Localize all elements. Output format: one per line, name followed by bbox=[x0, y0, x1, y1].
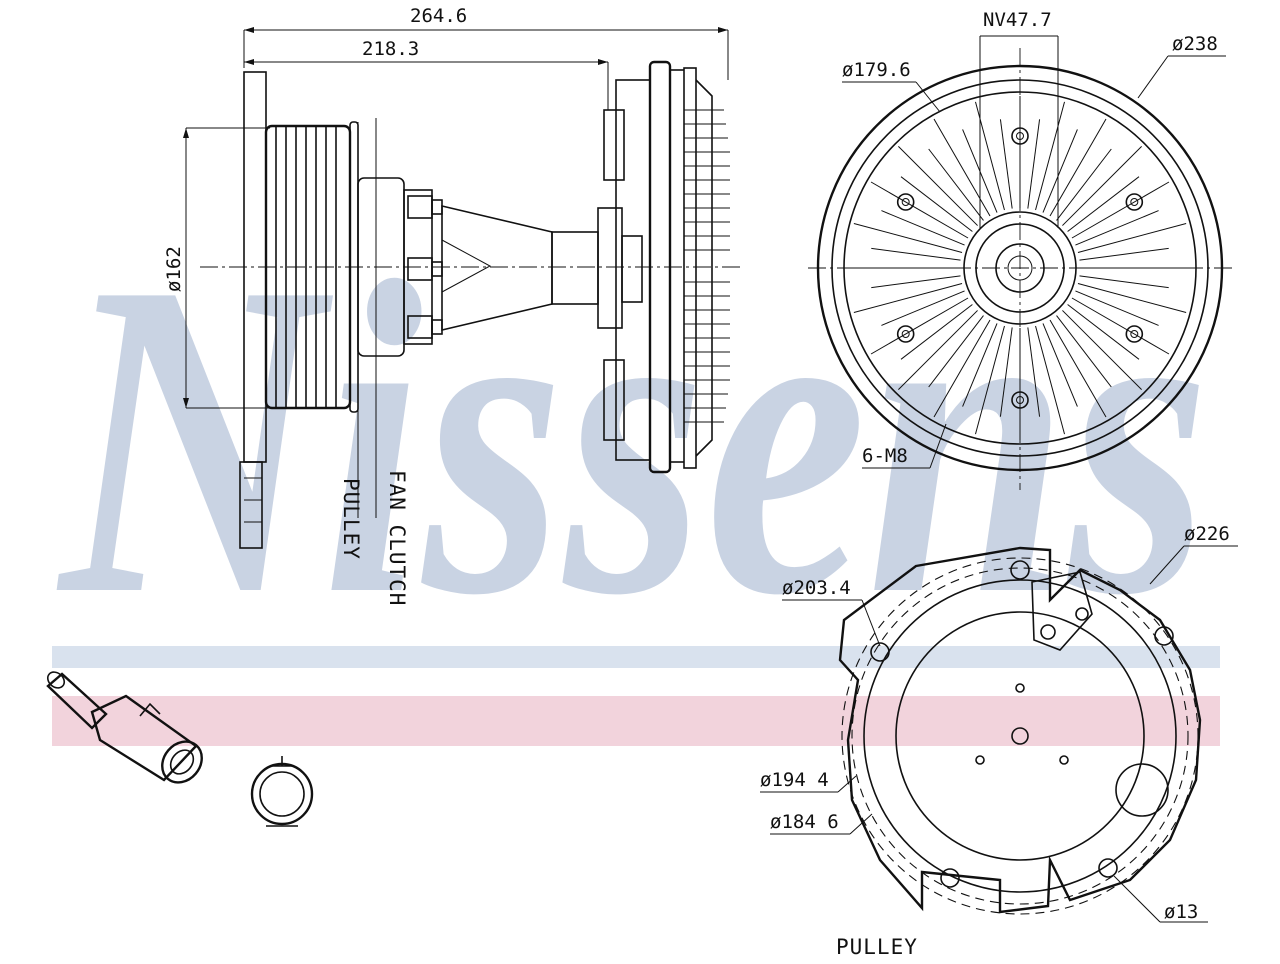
front-view: NV47.7 ø238 ø179.6 6-M8 bbox=[808, 9, 1232, 490]
fin bbox=[900, 176, 973, 232]
fin bbox=[999, 119, 1013, 209]
connector-clip-ring bbox=[250, 756, 314, 827]
fin bbox=[1027, 119, 1041, 209]
fin bbox=[1035, 325, 1065, 435]
fin bbox=[1062, 146, 1142, 226]
clutch-fins bbox=[684, 109, 730, 423]
front-fins bbox=[848, 96, 1192, 440]
bolt-hole bbox=[896, 193, 915, 211]
fin bbox=[1049, 118, 1107, 217]
fin bbox=[1079, 275, 1169, 289]
watermark-logo: Nissens bbox=[54, 190, 1210, 688]
dim-1846: ø184 6 bbox=[770, 811, 839, 833]
fin bbox=[870, 297, 969, 355]
fin bbox=[1035, 101, 1065, 211]
fin bbox=[1067, 304, 1140, 360]
dim-pulley-length: 218.3 bbox=[362, 38, 419, 60]
dim-1944: ø194 4 bbox=[760, 769, 829, 791]
fin bbox=[975, 325, 1005, 435]
fin bbox=[1027, 327, 1041, 417]
dim-nut: NV47.7 bbox=[983, 9, 1052, 31]
fin bbox=[1079, 247, 1169, 261]
fin bbox=[928, 315, 984, 388]
electrical-connector bbox=[46, 671, 203, 784]
fin bbox=[1075, 290, 1159, 326]
fin bbox=[853, 223, 963, 253]
watermark-band-pink bbox=[52, 696, 1220, 746]
fin bbox=[933, 118, 991, 217]
bolt-hole bbox=[1125, 325, 1144, 343]
fin bbox=[1042, 323, 1078, 407]
fin bbox=[898, 310, 978, 390]
pulley-bolt-holes bbox=[870, 560, 1174, 888]
label-pulley-view: PULLEY bbox=[836, 935, 918, 959]
fin bbox=[1077, 223, 1187, 253]
fin bbox=[881, 210, 965, 246]
fin bbox=[898, 146, 978, 226]
dim-bolt-circle: ø203.4 bbox=[782, 577, 851, 599]
fin bbox=[1075, 210, 1159, 246]
fin bbox=[871, 275, 961, 289]
dim-hole: ø13 bbox=[1164, 901, 1198, 923]
dim-pulley-diameter: ø162 bbox=[163, 246, 185, 292]
fin bbox=[900, 304, 973, 360]
fin bbox=[870, 181, 969, 239]
fin bbox=[1067, 176, 1140, 232]
pulley-center-holes bbox=[975, 683, 1069, 765]
pulley-view: ø226 ø203.4 ø194 4 ø184 6 ø13 PULLEY bbox=[760, 523, 1238, 959]
fin bbox=[1056, 315, 1112, 388]
bolt-hole bbox=[1125, 193, 1144, 211]
fin bbox=[853, 283, 963, 313]
watermark-band-blue bbox=[52, 646, 1220, 668]
label-pulley: PULLEY bbox=[339, 478, 363, 560]
fin bbox=[1049, 319, 1107, 418]
fin bbox=[999, 327, 1013, 417]
dim-pulley-outer: ø226 bbox=[1184, 523, 1230, 545]
fin bbox=[1071, 181, 1170, 239]
fin bbox=[928, 148, 984, 221]
bolt-hole-inner bbox=[1130, 198, 1139, 206]
bolt-hole bbox=[896, 325, 915, 343]
fin bbox=[1042, 129, 1078, 213]
bolt-hole-inner bbox=[901, 198, 910, 206]
fin bbox=[962, 323, 998, 407]
bolt-hole-inner bbox=[901, 330, 910, 338]
label-fan-clutch: FAN CLUTCH bbox=[385, 470, 409, 606]
side-view: 264.6 218.3 ø162 bbox=[163, 5, 744, 606]
dim-overall-length: 264.6 bbox=[410, 5, 467, 27]
fin bbox=[933, 319, 991, 418]
dim-bolts: 6-M8 bbox=[862, 445, 908, 467]
watermark: Nissens bbox=[52, 190, 1220, 746]
fin bbox=[871, 247, 961, 261]
fin bbox=[1062, 310, 1142, 390]
dim-outer-diameter: ø238 bbox=[1172, 33, 1218, 55]
fin bbox=[1056, 148, 1112, 221]
fin bbox=[1071, 297, 1170, 355]
fin bbox=[881, 290, 965, 326]
bolt-hole-inner bbox=[1130, 330, 1139, 338]
fin bbox=[1077, 283, 1187, 313]
dim-inner-diameter: ø179.6 bbox=[842, 59, 911, 81]
